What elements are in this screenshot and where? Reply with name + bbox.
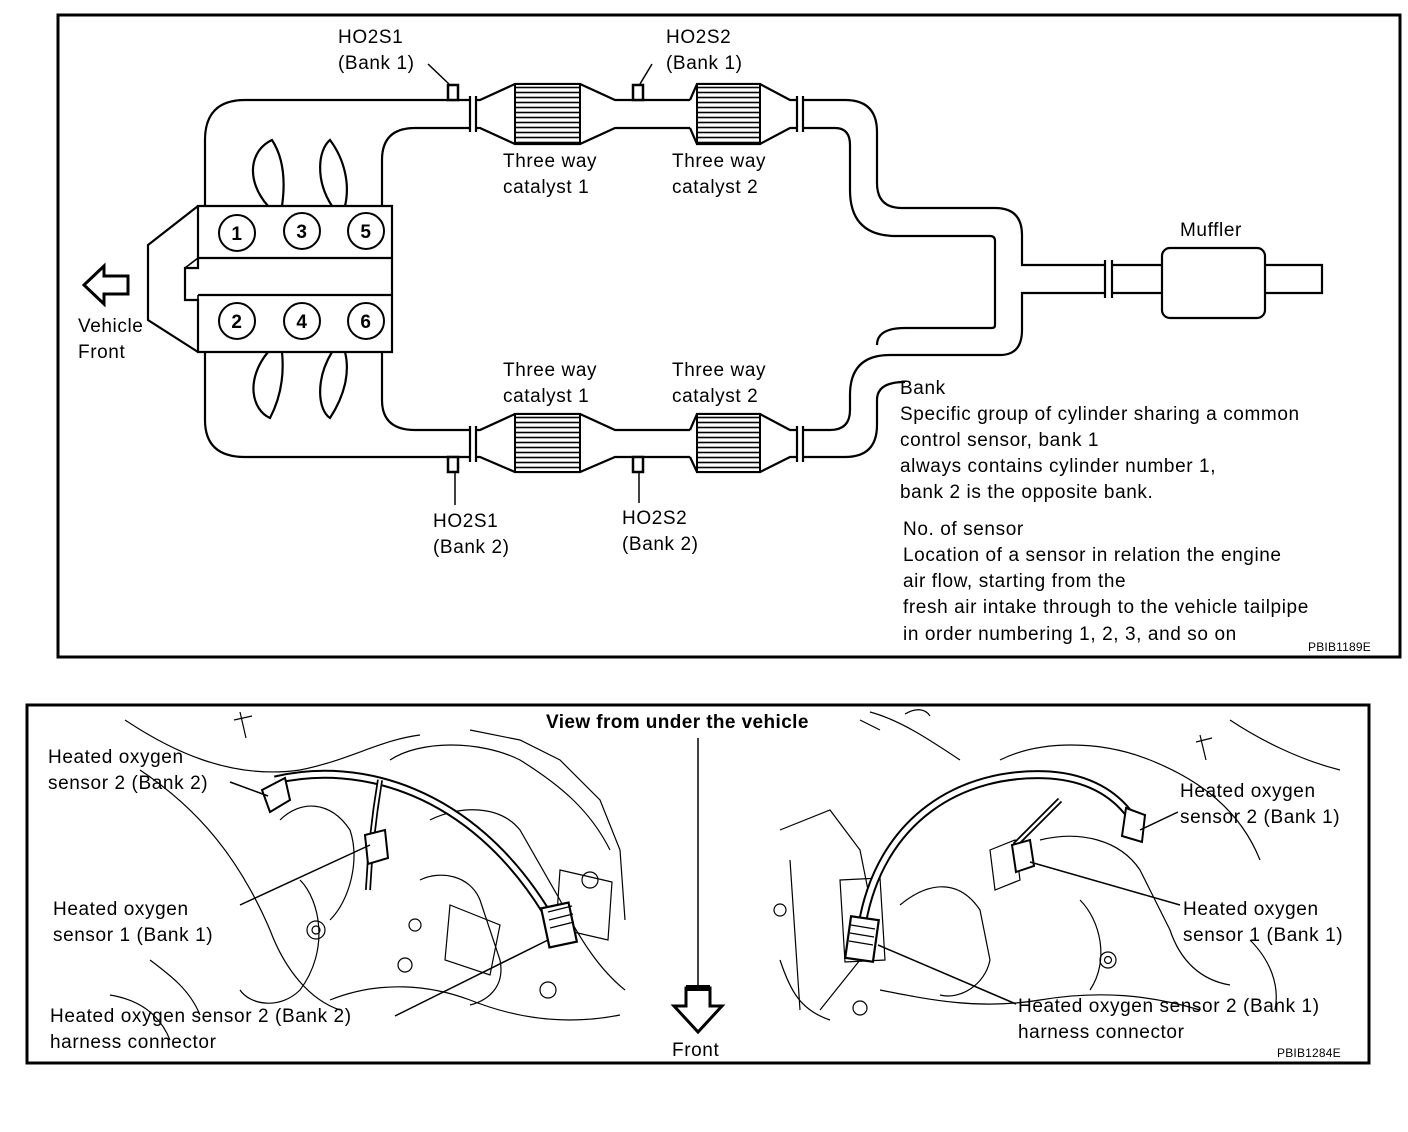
right-ho2s1-bank1-label-1: Heated oxygen bbox=[1183, 899, 1319, 920]
bank2-exhaust-pipe bbox=[203, 268, 1105, 474]
ho2s1-bank2-sensor bbox=[446, 455, 460, 474]
left-ho2s2-bank2-label-1: Heated oxygen bbox=[48, 747, 184, 768]
left-connector-label-2: harness connector bbox=[50, 1032, 217, 1053]
upper-catalyst-2-label-1: Three way bbox=[672, 151, 766, 172]
ho2s2-bank1-sensor bbox=[631, 83, 645, 102]
lower-catalyst-1-label-1: Three way bbox=[503, 360, 597, 381]
muffler-label: Muffler bbox=[1180, 220, 1242, 241]
cylinder-2 bbox=[218, 302, 256, 340]
cylinder-3-label: 3 bbox=[296, 222, 307, 243]
lower-catalyst-1 bbox=[514, 413, 581, 473]
top-diagram-code: PBIB1189E bbox=[1308, 640, 1371, 654]
left-ho2s1-bank1-label-1: Heated oxygen bbox=[53, 899, 189, 920]
ho2s1-bank1-label-1: HO2S1 bbox=[338, 27, 403, 48]
right-connector-label-1: Heated oxygen sensor 2 (Bank 1) bbox=[1018, 996, 1320, 1017]
front-label: Front bbox=[672, 1040, 719, 1061]
sensor-def-line-4: fresh air intake through to the vehicle … bbox=[903, 597, 1309, 618]
left-connector-label-1: Heated oxygen sensor 2 (Bank 2) bbox=[50, 1006, 352, 1027]
right-ho2s2-bank1-label-1: Heated oxygen bbox=[1180, 781, 1316, 802]
muffler-flange bbox=[1103, 260, 1114, 298]
exhaust-manifold-runners bbox=[252, 138, 348, 420]
sensor-def-line-3: air flow, starting from the bbox=[903, 571, 1126, 592]
engine-block bbox=[146, 204, 394, 354]
lower-catalyst-2-label-2: catalyst 2 bbox=[672, 386, 758, 407]
muffler bbox=[1160, 246, 1267, 320]
cylinder-2-label: 2 bbox=[231, 312, 242, 333]
sensor-def-line-1: No. of sensor bbox=[903, 519, 1024, 540]
bottom-diagram-code: PBIB1284E bbox=[1277, 1046, 1341, 1060]
sensor-def-line-2: Location of a sensor in relation the eng… bbox=[903, 545, 1282, 566]
ho2s1-bank2-label-2: (Bank 2) bbox=[433, 537, 510, 558]
right-ho2s2-bank1-label-2: sensor 2 (Bank 1) bbox=[1180, 807, 1340, 828]
ho2s1-bank1-sensor bbox=[446, 83, 460, 102]
left-ho2s1-bank1-label-2: sensor 1 (Bank 1) bbox=[53, 925, 213, 946]
lower-catalyst-2 bbox=[696, 413, 761, 473]
bank-def-line-2: Specific group of cylinder sharing a com… bbox=[900, 404, 1300, 425]
upper-catalyst-1 bbox=[514, 83, 581, 145]
left-undercarriage-illustration bbox=[109, 711, 626, 1041]
left-ho2s2-bank2-label-2: sensor 2 (Bank 2) bbox=[48, 773, 208, 794]
sensor-def-line-5: in order numbering 1, 2, 3, and so on bbox=[903, 624, 1237, 645]
bank-definition: Bank Specific group of cylinder sharing … bbox=[900, 378, 1300, 503]
cylinder-5-label: 5 bbox=[360, 222, 371, 243]
top-panel-frame bbox=[56, 13, 1402, 659]
lower-catalyst-1-label-2: catalyst 1 bbox=[503, 386, 589, 407]
vehicle-front-label-1: Vehicle bbox=[78, 316, 143, 337]
ho2s1-bank2-label-1: HO2S1 bbox=[433, 511, 498, 532]
ho2s2-bank2-label-1: HO2S2 bbox=[622, 508, 687, 529]
right-connector-label-2: harness connector bbox=[1018, 1022, 1185, 1043]
bank-def-line-3: control sensor, bank 1 bbox=[900, 430, 1099, 451]
view-title: View from under the vehicle bbox=[546, 712, 809, 733]
right-undercarriage-illustration bbox=[773, 709, 1341, 1021]
lower-catalyst-2-label-1: Three way bbox=[672, 360, 766, 381]
cylinder-1 bbox=[218, 214, 256, 252]
ho2s2-bank2-label-2: (Bank 2) bbox=[622, 534, 699, 555]
cylinder-6 bbox=[347, 302, 385, 340]
upper-catalyst-1-label-2: catalyst 1 bbox=[503, 177, 589, 198]
ho2s2-bank2-sensor bbox=[631, 455, 645, 474]
cylinder-6-label: 6 bbox=[360, 312, 371, 333]
bank-def-line-4: always contains cylinder number 1, bbox=[900, 456, 1216, 477]
front-down-arrow-icon bbox=[670, 986, 726, 1035]
vehicle-front-label-2: Front bbox=[78, 342, 125, 363]
upper-catalyst-1-label-1: Three way bbox=[503, 151, 597, 172]
cylinder-group: 1 3 5 2 4 6 bbox=[218, 212, 385, 340]
ho2s1-bank1-label-2: (Bank 1) bbox=[338, 53, 415, 74]
cylinder-4 bbox=[283, 302, 321, 340]
cylinder-1-label: 1 bbox=[231, 224, 242, 245]
upper-catalyst-2-label-2: catalyst 2 bbox=[672, 177, 758, 198]
upper-catalyst-2 bbox=[696, 83, 761, 145]
right-ho2s1-bank1-label-2: sensor 1 (Bank 1) bbox=[1183, 925, 1343, 946]
bank1-exhaust-pipe bbox=[203, 82, 1105, 268]
ho2s2-bank1-label-2: (Bank 1) bbox=[666, 53, 743, 74]
cylinder-4-label: 4 bbox=[296, 312, 307, 333]
vehicle-front-arrow-icon bbox=[81, 262, 130, 308]
cylinder-5 bbox=[347, 212, 385, 250]
bottom-panel-frame bbox=[25, 703, 1371, 1065]
cylinder-3 bbox=[283, 212, 321, 250]
ho2s2-bank1-label-1: HO2S2 bbox=[666, 27, 731, 48]
bank-def-line-5: bank 2 is the opposite bank. bbox=[900, 482, 1153, 503]
sensor-number-definition: No. of sensor Location of a sensor in re… bbox=[903, 519, 1309, 645]
tailpipe bbox=[1265, 263, 1324, 295]
bank-def-line-1: Bank bbox=[900, 378, 946, 399]
